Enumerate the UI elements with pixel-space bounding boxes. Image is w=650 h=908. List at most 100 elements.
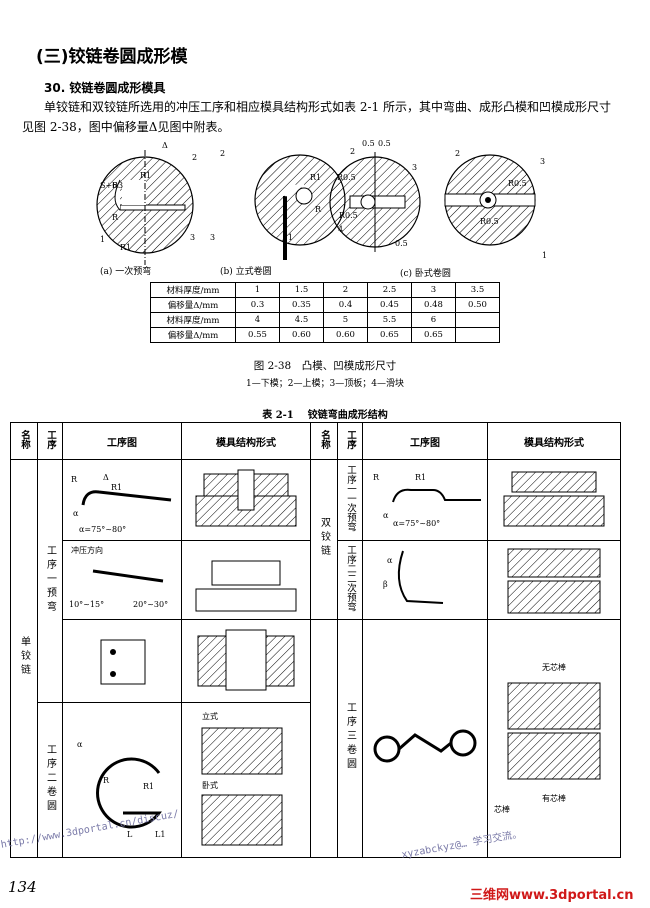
label-d7: R0.5: [480, 217, 499, 226]
svg-text:冲压方向: 冲压方向: [71, 545, 103, 555]
offset-cell: 0.50: [455, 297, 500, 313]
label-n1b: 1: [288, 233, 293, 242]
label-rb: R: [315, 205, 322, 214]
offset-cell: 0.45: [367, 297, 412, 313]
svg-text:α=75°~80°: α=75°~80°: [79, 525, 126, 534]
cell-double-hinge: 双铰链: [310, 459, 338, 620]
cell-double-step3: 工序三卷圆: [337, 619, 363, 858]
label-n1d: 1: [542, 251, 547, 260]
offset-cell: 0.4: [323, 297, 368, 313]
offset-cell: 4.5: [279, 312, 324, 328]
intro-paragraph: 单铰链和双铰链所选用的冲压工序和相应模具结构形式如表 2-1 所示，其中弯曲、成…: [22, 100, 611, 134]
offset-cell: 3: [411, 282, 456, 298]
drawing-c1-horizontal-curl: 0.5 0.5 R0.5 R0.5 0.5 4 3 2: [329, 140, 421, 252]
label-r3: R3: [112, 181, 123, 190]
caption-c: (c) 卧式卷圆: [400, 269, 451, 279]
figure-2-38: S+6 R3 R1 R Δ R1 2 3 1 R1 R 2 3 1 0.5 0.…: [96, 140, 547, 265]
svg-text:α: α: [77, 740, 83, 749]
label-n2a: 2: [192, 153, 197, 162]
cell-d2-die: [487, 540, 621, 620]
label-d3: R0.5: [337, 173, 356, 182]
offset-cell: 5: [323, 312, 368, 328]
header-die-2: 模具结构形式: [487, 422, 621, 460]
offset-cell: 0.60: [279, 327, 324, 343]
label-n3c: 3: [412, 163, 417, 172]
offset-cell: 2.5: [367, 282, 412, 298]
header-diagram-2: 工序图: [362, 422, 488, 460]
cell-s1-diagram-c: [62, 619, 182, 703]
svg-text:L: L: [127, 830, 133, 839]
cell-s1-die-c: [181, 619, 311, 703]
label-horizontal: 卧式: [202, 781, 218, 790]
offset-cell: [455, 327, 500, 343]
subsection-title: 30. 铰链卷圆成形模具: [44, 81, 166, 95]
label-d1: 0.5: [362, 140, 375, 148]
svg-text:R1: R1: [111, 483, 122, 492]
svg-text:β: β: [383, 580, 388, 589]
offset-cell: 0.60: [323, 327, 368, 343]
header-name-2: 名称: [310, 422, 338, 460]
offset-cell: 0.48: [411, 297, 456, 313]
header-die: 模具结构形式: [181, 422, 311, 460]
label-ra: R: [112, 213, 119, 222]
drawing-b-vertical-curl: R1 R 2 3 1: [210, 149, 346, 260]
offset-cell: 1.5: [279, 282, 324, 298]
cell-d2-diagram: α β: [362, 540, 488, 620]
label-n3a: 3: [190, 233, 195, 242]
label-r1b: R1: [120, 243, 131, 252]
svg-text:α: α: [73, 509, 79, 518]
svg-text:α=75°~80°: α=75°~80°: [393, 519, 440, 528]
label-vertical: 立式: [202, 712, 218, 721]
cell-d3-die: 无芯棒 有芯棒 芯棒: [487, 619, 621, 858]
label-n2c: 2: [350, 147, 355, 156]
label-d5: R0.5: [508, 179, 527, 188]
header-name: 名称: [10, 422, 38, 460]
header-diagram: 工序图: [62, 422, 182, 460]
label-with-core: 有芯棒: [542, 794, 566, 803]
offset-cell: 3.5: [455, 282, 500, 298]
label-d6: 0.5: [395, 239, 408, 248]
label-no-core: 无芯棒: [542, 663, 566, 672]
cell-single-hinge: 单铰链: [10, 459, 38, 858]
offset-row-label: 材料厚度/mm: [150, 312, 236, 328]
label-n2d: 2: [455, 149, 460, 158]
offset-cell: 5.5: [367, 312, 412, 328]
table-name: 铰链弯曲成形结构: [307, 410, 388, 421]
page-number: 134: [8, 878, 37, 896]
offset-cell: 0.65: [367, 327, 412, 343]
svg-text:10°~15°: 10°~15°: [69, 600, 104, 609]
label-n2b: 2: [220, 149, 225, 158]
label-d2: 0.5: [378, 140, 391, 148]
label-delta: Δ: [162, 141, 168, 150]
offset-cell: 0.55: [235, 327, 280, 343]
cell-double-step2: 工序二二次预弯: [337, 540, 363, 620]
label-n1a: 1: [100, 235, 105, 244]
cell-s2-die: 立式 卧式: [181, 702, 311, 858]
svg-text:R: R: [373, 473, 380, 482]
section-title: (三)铰链卷圆成形模: [36, 47, 188, 67]
cell-s1-die-b: [181, 540, 311, 620]
cell-double-step1: 工序一一次预弯: [337, 459, 363, 541]
label-core: 芯棒: [494, 805, 510, 814]
label-s6: S+6: [100, 181, 117, 190]
footer-brand: 三维网www.3dportal.cn: [470, 888, 634, 903]
label-r1a: R1: [140, 171, 151, 180]
header-process: 工序: [37, 422, 63, 460]
offset-cell: 2: [323, 282, 368, 298]
cell-double-continued: [310, 619, 338, 858]
svg-text:Δ: Δ: [103, 473, 109, 482]
offset-cell: 0.65: [411, 327, 456, 343]
figure-legend: 1—下模；2—上模；3—顶板；4—滑块: [246, 379, 404, 389]
svg-text:R: R: [103, 776, 110, 785]
cell-s1-diagram-b: 冲压方向 10°~15° 20°~30°: [62, 540, 182, 620]
svg-text:α: α: [387, 556, 393, 565]
svg-text:α: α: [383, 511, 389, 520]
header-process-2: 工序: [337, 422, 363, 460]
drawing-c2-horizontal-curl: R0.5 R0.5 2 3 1: [444, 149, 547, 260]
offset-cell: [455, 312, 500, 328]
